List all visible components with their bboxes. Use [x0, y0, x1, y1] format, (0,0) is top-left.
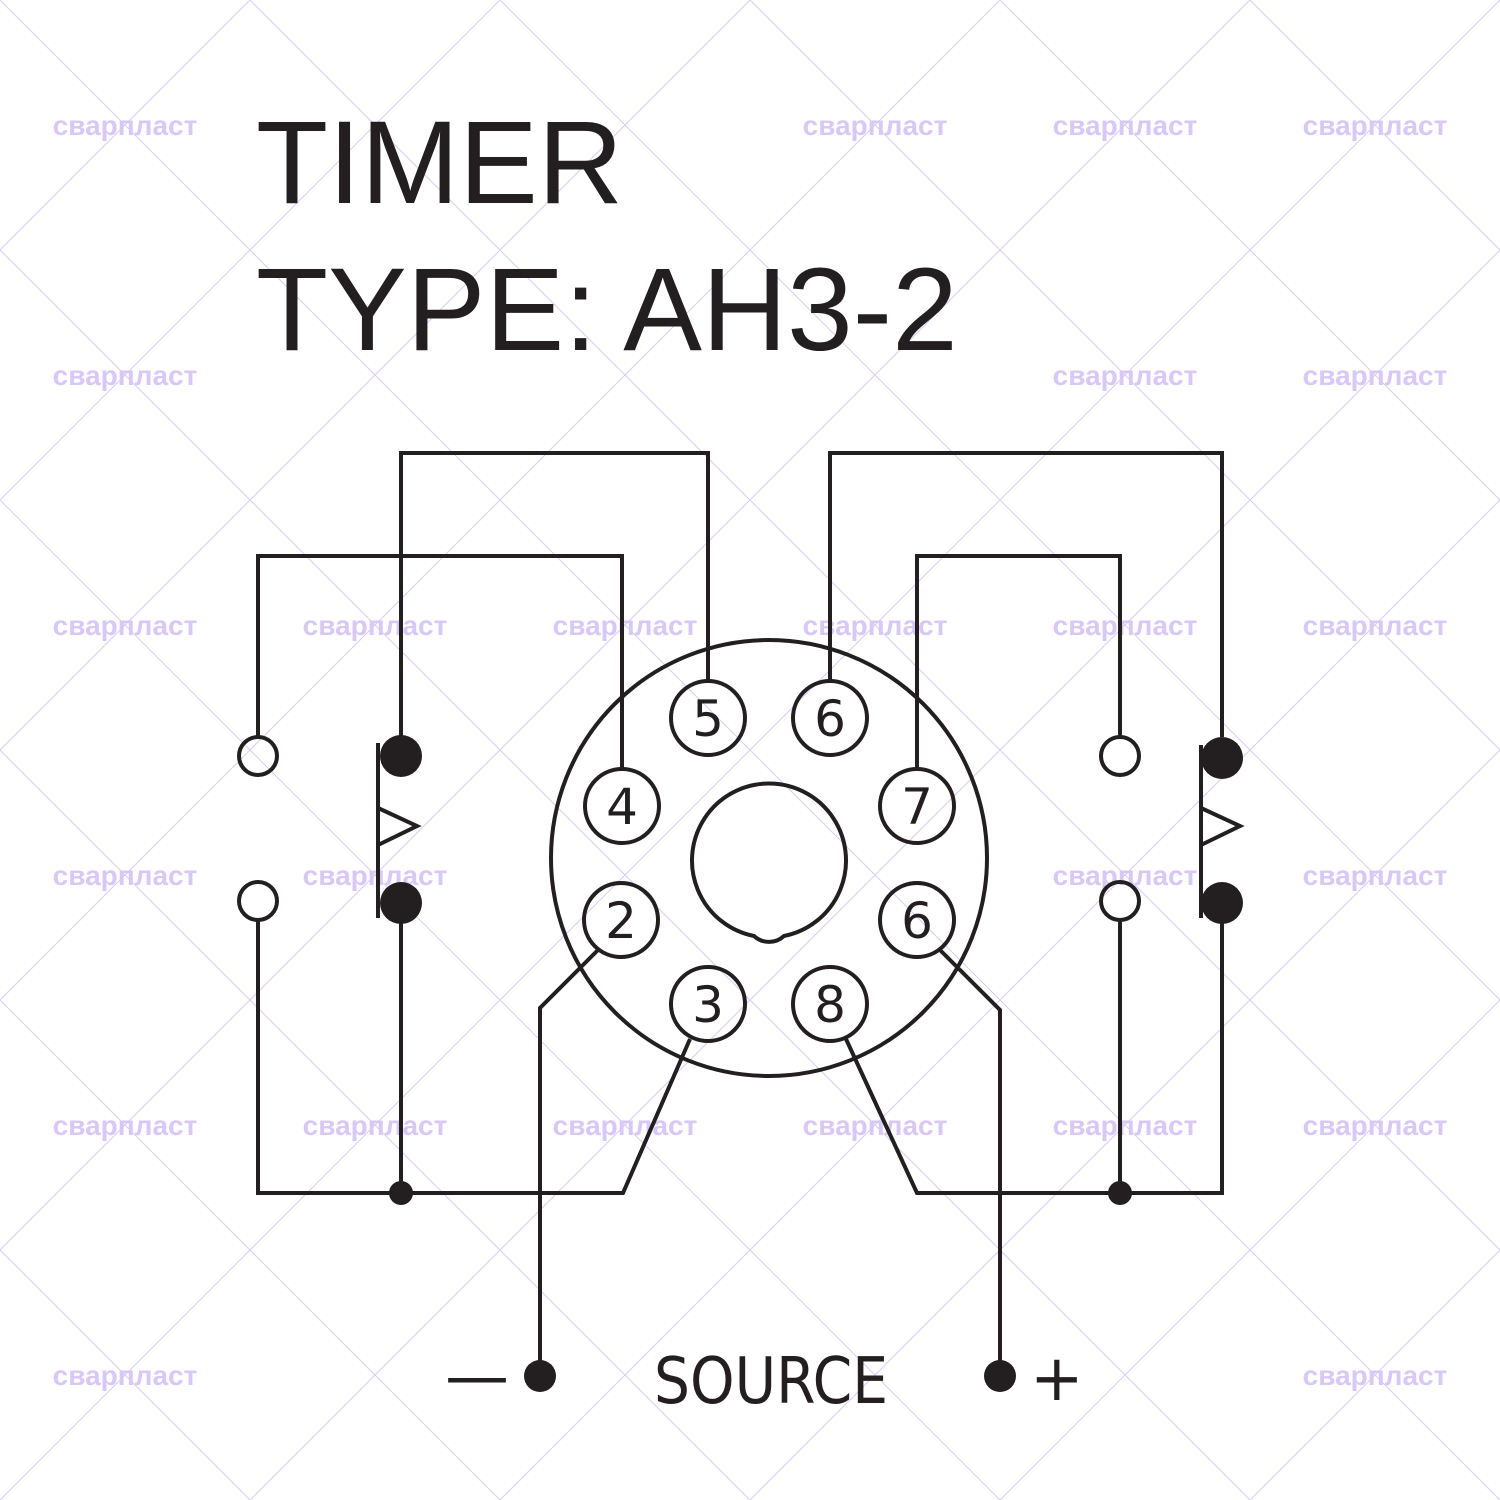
watermark-text: сварпласт — [1303, 1360, 1448, 1391]
title-line-2: TYPE: AH3-2 — [256, 244, 958, 376]
watermark-text: сварпласт — [303, 860, 448, 891]
open-terminal — [237, 735, 279, 777]
grid-line — [0, 249, 1251, 1500]
grid-line — [1249, 0, 1500, 251]
watermark-text: сварпласт — [1303, 860, 1448, 891]
watermark-text: сварпласт — [1053, 860, 1198, 891]
closed-terminal — [380, 735, 422, 777]
delay-triangle-icon — [377, 806, 422, 847]
closed-terminal — [1201, 737, 1243, 779]
watermark-text: сварпласт — [53, 110, 198, 141]
pin-label: 2 — [605, 892, 637, 950]
pin-label: 6 — [901, 892, 933, 950]
watermark-text: сварпласт — [53, 860, 198, 891]
watermark-layer: сварпласт сварпласт сварпласт сварпласт свар… — [53, 110, 1448, 1391]
pin-3: 3 — [669, 965, 747, 1043]
watermark-text: сварпласт — [303, 1110, 448, 1141]
pin-7: 7 — [878, 767, 956, 845]
pin-6-bottom: 6 — [878, 881, 956, 959]
open-terminal — [1099, 735, 1141, 777]
wire-pin8 — [844, 923, 1224, 1195]
socket-key-hole — [690, 781, 848, 944]
wire-pin6-bottom — [938, 948, 1002, 1376]
watermark-text: сварпласт — [1053, 360, 1198, 391]
watermark-text: сварпласт — [803, 610, 948, 641]
watermark-text: сварпласт — [1053, 110, 1198, 141]
pin-label: 7 — [901, 778, 933, 836]
grid-line — [0, 1249, 251, 1500]
grid-line — [499, 499, 1500, 1500]
watermark-text: сварпласт — [1053, 610, 1198, 641]
delay-triangle-icon — [1200, 806, 1245, 847]
source-label: SOURCE — [654, 1345, 888, 1419]
watermark-text: сварпласт — [53, 610, 198, 641]
source-minus-terminal — [524, 1360, 556, 1392]
title-line-1: TIMER — [256, 97, 623, 229]
right-contact-set — [1099, 735, 1245, 1205]
wire-pin4 — [256, 554, 624, 769]
pin-label: 4 — [606, 778, 638, 836]
junction-dot — [1108, 1181, 1132, 1205]
pin-label: 6 — [814, 690, 846, 748]
grid-line — [0, 0, 501, 501]
pin-2: 2 — [582, 881, 660, 959]
watermark-text: сварпласт — [53, 1110, 198, 1141]
watermark-text: сварпласт — [1303, 610, 1448, 641]
watermark-text: сварпласт — [1303, 110, 1448, 141]
watermark-text: сварпласт — [803, 110, 948, 141]
pin-8: 8 — [791, 965, 869, 1043]
pin-4: 4 — [583, 767, 661, 845]
pin-label: 5 — [692, 690, 724, 748]
grid-line — [0, 0, 1001, 1001]
wire-pin6-top — [828, 451, 1224, 737]
watermark-text: сварпласт — [53, 1360, 198, 1391]
watermark-text: сварпласт — [303, 610, 448, 641]
closed-terminal — [1201, 882, 1243, 924]
watermark-text: сварпласт — [1303, 360, 1448, 391]
minus-sign: — — [445, 1340, 509, 1414]
grid-line — [249, 249, 1500, 1500]
plus-sign: + — [1030, 1342, 1084, 1416]
junction-dot — [389, 1181, 413, 1205]
left-contact-set — [237, 735, 422, 1205]
socket-outline — [549, 638, 989, 1078]
watermark-text: сварпласт — [553, 610, 698, 641]
pin-label: 3 — [692, 976, 724, 1034]
watermark-text: сварпласт — [53, 360, 198, 391]
grid-line — [1249, 1249, 1500, 1500]
grid-line — [999, 999, 1500, 1500]
open-terminal — [1099, 880, 1141, 922]
watermark-text: сварпласт — [553, 1110, 698, 1141]
pin-6-top: 6 — [791, 679, 869, 757]
pin-label: 8 — [814, 976, 846, 1034]
wire-pin3 — [256, 921, 692, 1195]
open-terminal — [237, 880, 279, 922]
pin-5: 5 — [669, 679, 747, 757]
wire-pin2 — [538, 948, 600, 1376]
wire-pin5 — [399, 451, 710, 737]
wire-pin7 — [915, 554, 1122, 769]
source-plus-terminal — [984, 1360, 1016, 1392]
watermark-text: сварпласт — [1053, 1110, 1198, 1141]
closed-terminal — [380, 882, 422, 924]
watermark-text: сварпласт — [803, 1110, 948, 1141]
grid-line — [749, 749, 1500, 1500]
watermark-text: сварпласт — [1303, 1110, 1448, 1141]
grid-line — [0, 0, 251, 251]
grid-line — [749, 0, 1500, 751]
grid-line — [0, 0, 751, 751]
grid-line — [0, 0, 1251, 1251]
